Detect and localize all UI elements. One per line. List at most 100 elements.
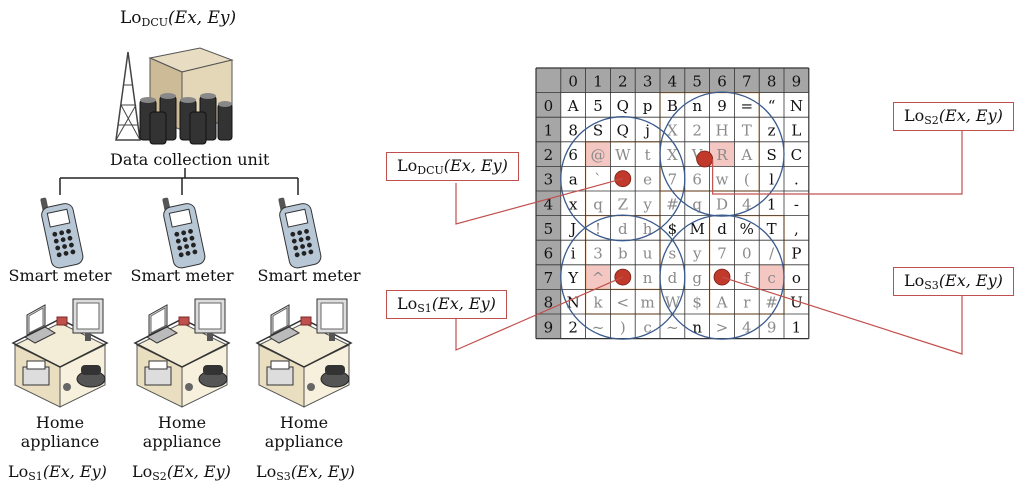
grid-cell: b <box>618 245 628 263</box>
grid-cell: C <box>791 146 802 164</box>
column-header: 9 <box>792 72 802 90</box>
smart-meter-icon <box>278 197 322 269</box>
highlighted-cell <box>759 264 784 290</box>
grid-cell: d <box>618 220 628 238</box>
row-header: 7 <box>544 269 554 287</box>
grid-cell: % <box>740 220 754 238</box>
grid-cell: R <box>716 146 728 164</box>
grid-cell: 4 <box>742 195 752 213</box>
grid-cell: ( <box>744 171 750 189</box>
grid-cell: l <box>769 171 774 189</box>
callout-leader <box>455 276 624 351</box>
grid-cell: c <box>643 318 651 336</box>
grid-cell: a <box>569 171 578 189</box>
grid-cell: U <box>790 294 803 312</box>
highlighted-cell <box>585 264 611 290</box>
connection-lines <box>59 168 299 195</box>
grid-cell: 3 <box>593 245 603 263</box>
column-header: 5 <box>692 72 702 90</box>
grid-cell: m <box>640 294 654 312</box>
grid-cell: ~ <box>592 318 605 336</box>
home-appliance-icon <box>11 298 109 408</box>
row-header: 8 <box>544 294 554 312</box>
grid-cell: T <box>742 122 752 140</box>
column-header-band <box>536 68 809 93</box>
home-appliance-icon <box>255 298 353 408</box>
grid-cell: n <box>692 97 702 115</box>
s3-location-label: LoS3(Ex, Ey) <box>256 462 355 483</box>
grid-cell: d <box>668 269 678 287</box>
grid-cell: X <box>667 146 678 164</box>
grid-cell: # <box>666 195 679 213</box>
grid-cell: q <box>593 195 603 213</box>
grid-cell: c <box>767 269 775 287</box>
grid-cell: X <box>667 122 678 140</box>
row-header: 2 <box>544 146 554 164</box>
smart-meter-label-1: Smart meter <box>8 266 112 285</box>
grid-cell: ~ <box>666 318 679 336</box>
grid-cell: ) <box>620 318 626 336</box>
grid-cell: = <box>741 97 754 115</box>
grid-cell: x <box>569 195 578 213</box>
grid-cell: B <box>667 97 678 115</box>
grid-cell: 2 <box>692 122 702 140</box>
grid-cell: 2 <box>568 318 578 336</box>
grid-cell: W <box>615 146 631 164</box>
grid-cell: Q <box>617 122 629 140</box>
grid-cell: L <box>791 122 801 140</box>
grid-cell: ^ <box>592 269 605 287</box>
coverage-circle <box>560 116 686 242</box>
grid-cell: 6 <box>568 146 578 164</box>
grid-cell: d <box>717 220 727 238</box>
highlighted-cell <box>585 141 611 167</box>
grid-cell: y <box>642 195 652 213</box>
grid-cell: 6 <box>692 171 702 189</box>
grid-cell: 1 <box>767 195 777 213</box>
smart-meter-icon <box>40 197 84 269</box>
grid-cell: / <box>769 245 775 263</box>
grid-cell: r <box>743 294 751 312</box>
grid-cell: H <box>715 122 728 140</box>
grid-cell: h <box>643 220 653 238</box>
grid-cell: N <box>790 97 803 115</box>
grid-cell: g <box>692 269 702 287</box>
grid-cell: W <box>665 294 681 312</box>
grid-cell: P <box>791 245 801 263</box>
grid-cell: n <box>643 269 653 287</box>
grid-cell: $ <box>668 220 678 238</box>
s2-location-label: LoS2(Ex, Ey) <box>132 462 231 483</box>
grid-cell: i <box>571 245 576 263</box>
row-header: 1 <box>544 122 554 140</box>
grid-cell: Z <box>618 195 628 213</box>
callout-s1: LoS1(Ex, Ey) <box>386 290 507 319</box>
grid-cell: t <box>645 146 651 164</box>
grid-cell: o <box>792 269 801 287</box>
grid-cell: 7 <box>668 171 678 189</box>
grid-cell: u <box>643 245 653 263</box>
grid-cell: 5 <box>593 97 603 115</box>
grid-cell: w <box>716 171 729 189</box>
row-header: 6 <box>544 245 554 263</box>
grid-cell: Y <box>567 269 579 287</box>
grid-cell: A <box>716 294 728 312</box>
grid-cell: “ <box>768 97 776 115</box>
callout-leader <box>455 178 623 225</box>
callout-leader <box>721 276 963 355</box>
column-header: 1 <box>593 72 603 90</box>
grid-cell: @ <box>591 146 606 164</box>
smart-meter-label-2: Smart meter <box>130 266 234 285</box>
grid-cell: s <box>669 245 677 263</box>
grid-cell: . <box>794 171 799 189</box>
home-appliance-icon <box>133 298 231 408</box>
coverage-circle <box>659 91 785 217</box>
callout-leader <box>712 130 963 195</box>
column-header: 2 <box>618 72 628 90</box>
smart-meter-label-3: Smart meter <box>257 266 361 285</box>
row-header: 5 <box>544 220 554 238</box>
grid-cell: # <box>765 294 778 312</box>
dcu-location-label: LoDCU(Ex, Ey) <box>120 8 237 29</box>
coverage-circle <box>560 214 686 340</box>
